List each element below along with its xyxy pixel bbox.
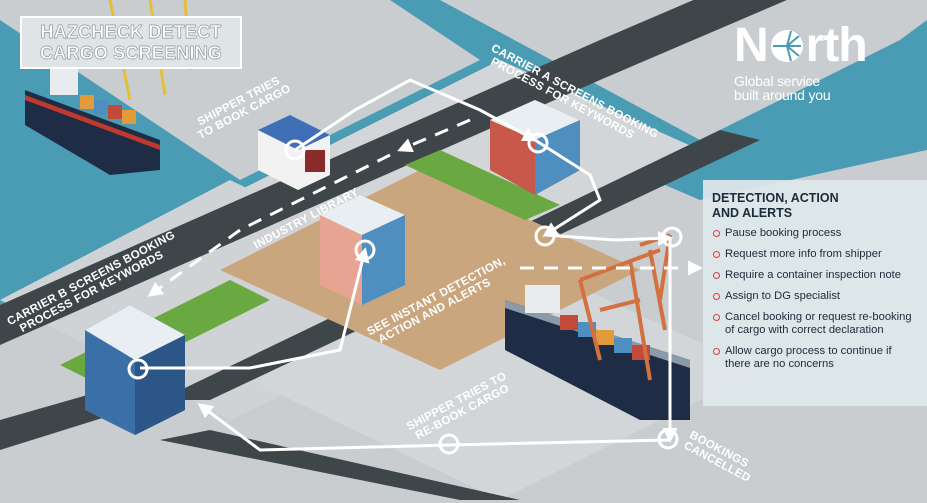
action-list: Pause booking process Request more info …	[712, 227, 919, 371]
list-item: Pause booking process	[712, 227, 919, 240]
logo-tagline-1: Global service	[734, 73, 820, 89]
title-line-1: HAZCHECK DETECT	[40, 22, 222, 42]
bullet-icon	[713, 293, 720, 300]
list-item: Allow cargo process to continue if there…	[712, 345, 919, 371]
crane-right	[578, 233, 672, 381]
list-item: Cancel booking or request re-booking of …	[712, 311, 919, 337]
list-item: Request more info from shipper	[712, 248, 919, 261]
warehouse-building	[258, 115, 330, 190]
title-line-2: CARGO SCREENING	[39, 43, 222, 63]
page-title: HAZCHECK DETECT CARGO SCREENING	[20, 16, 242, 69]
carrier-b-building	[85, 305, 185, 435]
process-nodes	[127, 132, 683, 455]
logo-sunburst-icon	[770, 30, 803, 62]
north-logo: N rth Global service built around you	[734, 19, 904, 103]
process-flow-path	[140, 78, 703, 452]
list-item: Require a container inspection note	[712, 269, 919, 282]
detection-action-alerts-panel: DETECTION, ACTION AND ALERTS Pause booki…	[703, 180, 927, 406]
bullet-icon	[713, 314, 720, 321]
bullet-icon	[713, 251, 720, 258]
bullet-icon	[713, 348, 720, 355]
logo-wordmark: N rth	[734, 19, 868, 72]
panel-title: DETECTION, ACTION AND ALERTS	[712, 191, 839, 220]
list-item: Assign to DG specialist	[712, 290, 919, 303]
ship-left	[25, 65, 160, 175]
bullet-icon	[713, 272, 720, 279]
bullet-icon	[713, 230, 720, 237]
logo-tagline-2: built around you	[734, 87, 831, 103]
